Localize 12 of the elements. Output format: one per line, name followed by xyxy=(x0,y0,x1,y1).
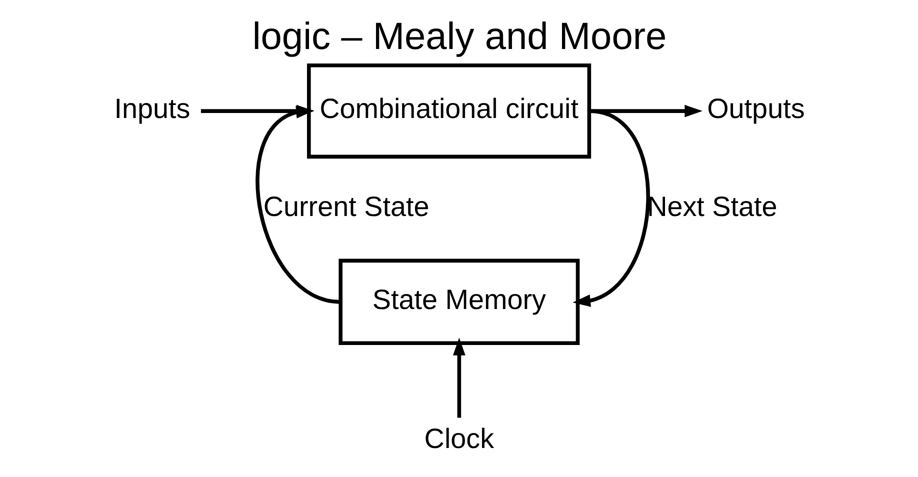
node-text: Clock xyxy=(424,422,494,454)
node-box: State Memory xyxy=(338,258,580,346)
node-text: Inputs xyxy=(114,93,190,124)
edge-label: Next State xyxy=(646,190,777,222)
arrow xyxy=(572,109,650,307)
node-box: Combinational circuit xyxy=(306,63,591,159)
diagram-title: logic – Mealy and Moore xyxy=(252,16,666,58)
node-text: Outputs xyxy=(706,93,804,124)
edge-label: Current State xyxy=(262,190,429,222)
arrow xyxy=(255,106,340,304)
arrow xyxy=(588,104,702,118)
arrow xyxy=(452,338,465,418)
